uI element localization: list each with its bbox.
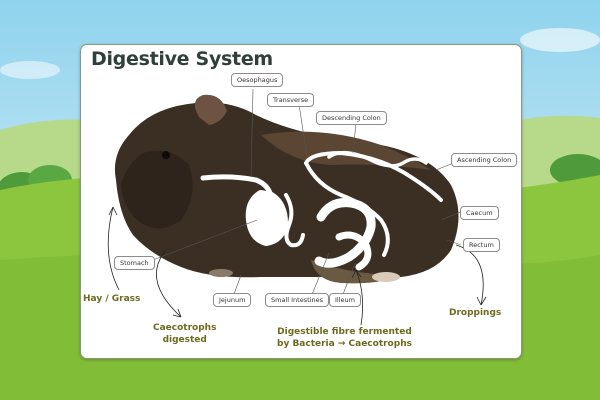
callout-caecotrophs-line1: Caecotrophs — [153, 323, 217, 333]
label-stomach: Stomach — [114, 256, 155, 270]
connector-lines — [152, 88, 462, 298]
ileum-path — [335, 231, 372, 271]
fibre-arrow — [355, 269, 364, 326]
label-ascending-colon: Ascending Colon — [451, 153, 518, 167]
small-intestine-path — [314, 198, 376, 268]
diagram-card: Digestive System — [80, 44, 522, 359]
callout-fibre: Digestible fibre fermented by Bacteria →… — [277, 326, 412, 350]
label-oesophagus: Oesophagus — [231, 73, 284, 87]
caecotrophs-arrow — [156, 249, 182, 318]
callout-caecotrophs: Caecotrophs digested — [153, 322, 216, 346]
label-caecum: Caecum — [460, 206, 499, 220]
callout-fibre-line1: Digestible fibre fermented — [277, 327, 412, 337]
stomach-shape — [245, 190, 288, 246]
digestive-tract — [200, 150, 443, 271]
eye — [162, 151, 170, 159]
cloud — [520, 28, 600, 52]
ear — [194, 94, 227, 125]
cloud — [0, 61, 60, 79]
callout-droppings: Droppings — [449, 308, 502, 318]
callout-fibre-line2: by Bacteria → Caecotrophs — [277, 339, 412, 349]
oesophagus-path — [200, 174, 274, 200]
label-jejunum: Jejunum — [213, 293, 252, 307]
transverse-path — [304, 151, 443, 202]
ascending-colon-path — [327, 150, 428, 168]
hay-arrow — [107, 206, 120, 291]
label-ileum: Illeum — [329, 293, 361, 307]
label-transverse: Transverse — [267, 93, 315, 107]
guinea-pig-diagram — [107, 88, 487, 326]
front-foot — [209, 269, 233, 277]
droppings-arrow — [455, 244, 484, 306]
label-small-intestines: Small Intestines — [265, 293, 329, 307]
callout-arrows — [107, 206, 487, 326]
page-title: Digestive System — [91, 48, 273, 70]
callout-caecotrophs-line2: digested — [162, 335, 207, 345]
label-descending-colon: Descending Colon — [316, 111, 387, 125]
callout-hay-grass: Hay / Grass — [83, 294, 141, 304]
hind-foot — [372, 272, 400, 282]
label-rectum: Rectum — [463, 238, 500, 252]
jejunum-path — [284, 193, 305, 248]
